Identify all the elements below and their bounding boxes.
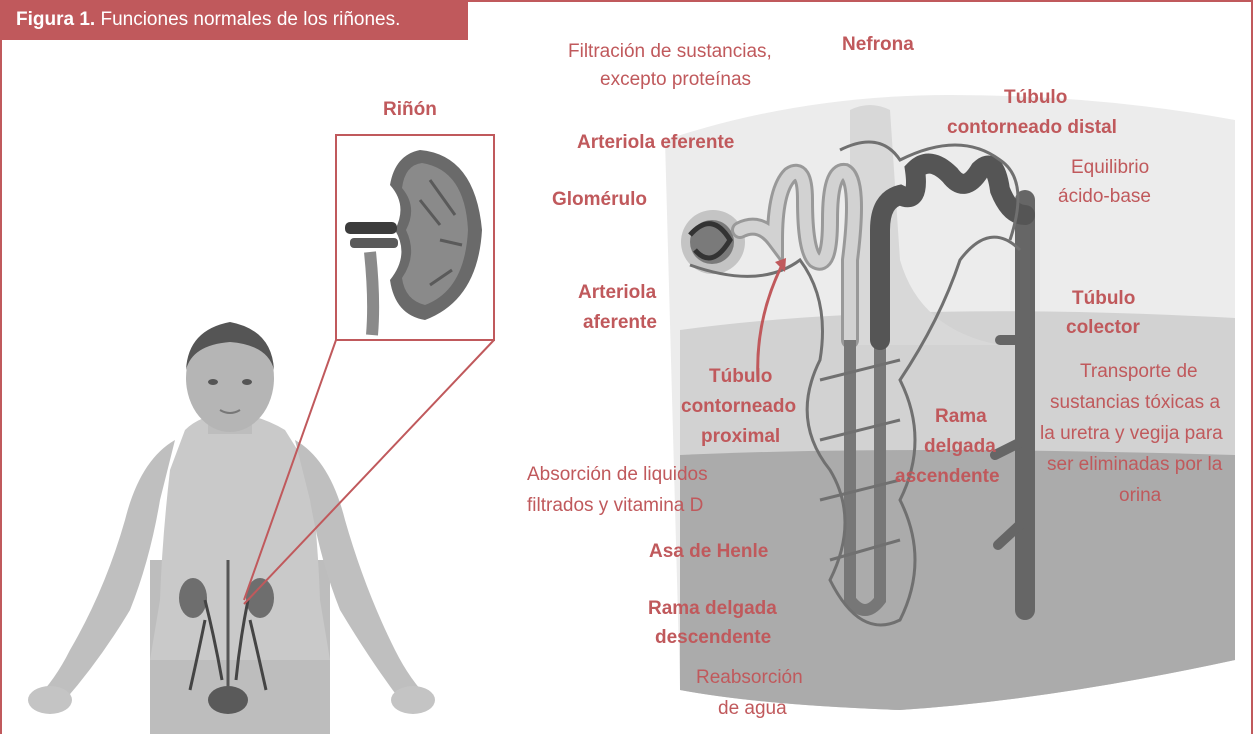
- label-tubulo-proximal-line2: contorneado: [681, 395, 796, 419]
- label-nefrona: Nefrona: [842, 33, 914, 57]
- figure-caption: Figura 1. Funciones normales de los riño…: [0, 0, 468, 40]
- label-asa-henle: Asa de Henle: [649, 540, 768, 564]
- label-tubulo-proximal-line1: Túbulo: [709, 365, 772, 389]
- label-tubulo-distal-line2: contorneado distal: [947, 116, 1117, 140]
- label-rama-ascendente-line1: Rama: [935, 405, 987, 429]
- label-rinon: Riñón: [383, 98, 437, 122]
- label-filtracion-line1: Filtración de sustancias,: [568, 40, 772, 64]
- label-tubulo-proximal-line3: proximal: [701, 425, 780, 449]
- label-rama-ascendente-line2: delgada: [924, 435, 996, 459]
- label-arteriola-eferente: Arteriola eferente: [577, 131, 734, 155]
- figure-label: Figura 1.: [16, 9, 95, 30]
- label-tubulo-distal-line1: Túbulo: [1004, 86, 1067, 110]
- label-transporte-line3: la uretra y vegija para: [1040, 422, 1223, 446]
- label-transporte-line2: sustancias tóxicas a: [1050, 391, 1220, 415]
- label-transporte-line5: orina: [1119, 484, 1161, 508]
- label-glomerulo: Glomérulo: [552, 188, 647, 212]
- label-rama-ascendente-line3: ascendente: [895, 465, 1000, 489]
- label-tubulo-colector-line1: Túbulo: [1072, 287, 1135, 311]
- figure-title: Funciones normales de los riñones.: [100, 9, 400, 30]
- label-equilibrio-line2: ácido-base: [1058, 185, 1151, 209]
- label-transporte-line4: ser eliminadas por la: [1047, 453, 1222, 477]
- label-rama-descendente-line1: Rama delgada: [648, 597, 777, 621]
- label-reabsorcion-line1: Reabsorción: [696, 666, 803, 690]
- label-transporte-line1: Transporte de: [1080, 360, 1198, 384]
- human-body-figure: [28, 322, 435, 734]
- label-tubulo-colector-line2: colector: [1066, 316, 1140, 340]
- label-absorcion-line1: Absorción de liquidos: [527, 463, 708, 487]
- label-reabsorcion-line2: de agua: [718, 697, 787, 721]
- label-rama-descendente-line2: descendente: [655, 626, 771, 650]
- label-arteriola-aferente-line1: Arteriola: [578, 281, 656, 305]
- label-absorcion-line2: filtrados y vitamina D: [527, 494, 703, 518]
- label-filtracion-line2: excepto proteínas: [600, 68, 751, 92]
- label-arteriola-aferente-line2: aferente: [583, 311, 657, 335]
- label-equilibrio-line1: Equilibrio: [1071, 156, 1149, 180]
